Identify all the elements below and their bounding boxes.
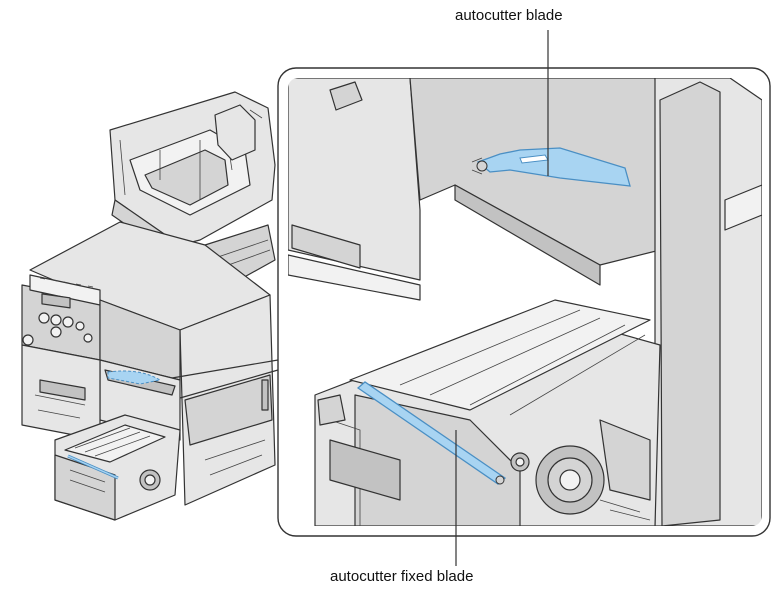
zoom-detail: [277, 67, 771, 537]
printer-overview: [21, 91, 276, 521]
autocutter-fixed-blade-shape: [356, 381, 507, 485]
label-autocutter-blade: autocutter blade: [455, 7, 563, 24]
callout-line-upper: [171, 359, 279, 379]
label-autocutter-fixed-blade: autocutter fixed blade: [330, 568, 474, 585]
autocutter-blade-shape: [476, 147, 631, 187]
callout-line-lower: [179, 369, 279, 399]
